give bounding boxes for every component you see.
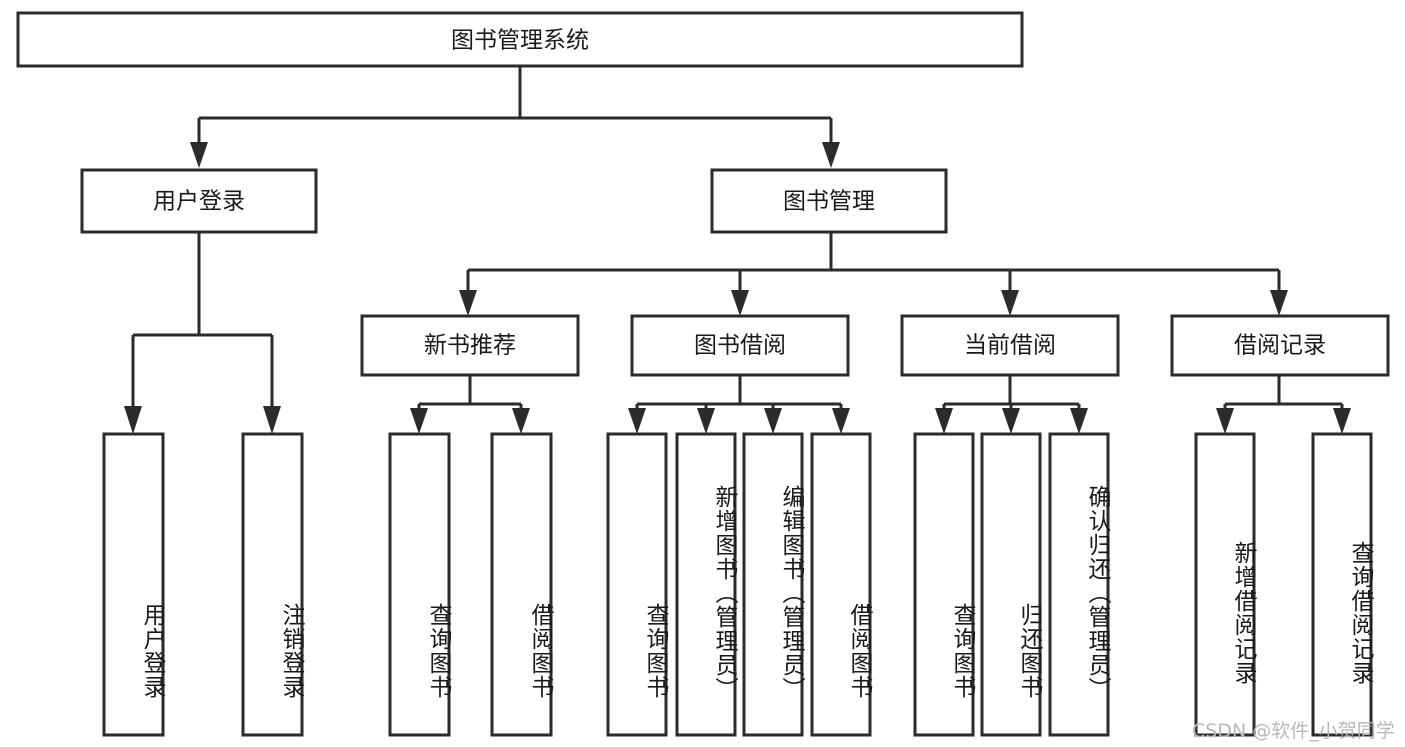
- node-box-borrow-record[interactable]: [1170, 314, 1390, 377]
- node-box-user-login[interactable]: [80, 168, 318, 234]
- arrow-borrow-leaf-3: [764, 408, 782, 434]
- arrow-current-leaf-1: [935, 408, 953, 434]
- arrow-bookmgmt-to-borrow: [731, 290, 749, 316]
- arrow-borrow-leaf-4: [832, 408, 850, 434]
- arrow-current-leaf-3: [1070, 408, 1088, 434]
- arrow-record-leaf-2: [1333, 408, 1351, 434]
- node-box-current-borrow[interactable]: [900, 314, 1120, 377]
- node-box-leaf-newbook-2[interactable]: [490, 432, 553, 737]
- node-box-new-book-recommend[interactable]: [360, 314, 580, 377]
- node-label-book-management: 图书管理: [783, 189, 875, 215]
- node-box-book-management[interactable]: [710, 168, 948, 234]
- arrow-newbook-leaf-1: [410, 408, 428, 434]
- node-box-leaf-current-1[interactable]: [913, 432, 975, 737]
- node-label-new-book-recommend: 新书推荐: [424, 333, 516, 359]
- connector-group-newbook: [410, 375, 530, 434]
- node-box-leaf-user-login-2[interactable]: [241, 432, 304, 737]
- arrow-current-leaf-2: [1002, 408, 1020, 434]
- node-box-book-borrow[interactable]: [630, 314, 850, 377]
- node-box-leaf-borrow-2[interactable]: [675, 432, 737, 737]
- arrow-borrow-leaf-2: [697, 408, 715, 434]
- node-box-leaf-current-3[interactable]: [1048, 432, 1110, 737]
- node-box-leaf-record-2[interactable]: [1311, 432, 1373, 737]
- node-box-leaf-borrow-3[interactable]: [742, 432, 804, 737]
- connector-group-root: [190, 66, 840, 168]
- connector-group-userlogin: [124, 232, 281, 434]
- csdn-watermark: CSDN @软件_小贺同学: [1192, 720, 1395, 742]
- arrow-bookmgmt-to-record: [1270, 290, 1288, 316]
- node-label-book-borrow: 图书借阅: [694, 333, 786, 359]
- arrow-userlogin-leaf-2: [263, 406, 281, 434]
- connector-group-record: [1216, 375, 1351, 434]
- connector-group-borrow: [628, 375, 850, 434]
- arrow-userlogin-leaf-1: [124, 406, 142, 434]
- node-label-current-borrow: 当前借阅: [964, 333, 1056, 359]
- node-box-leaf-current-2[interactable]: [980, 432, 1042, 737]
- arrow-root-to-userlogin: [190, 142, 208, 168]
- connector-group-current: [935, 375, 1088, 434]
- node-box-leaf-record-1[interactable]: [1194, 432, 1256, 737]
- node-box-leaf-user-login-1[interactable]: [102, 432, 165, 737]
- arrow-borrow-leaf-1: [628, 408, 646, 434]
- node-label-borrow-record: 借阅记录: [1234, 333, 1326, 359]
- node-label-root: 图书管理系统: [451, 28, 589, 54]
- arrow-bookmgmt-to-current: [1001, 290, 1019, 316]
- node-box-leaf-borrow-1[interactable]: [606, 432, 668, 737]
- arrow-newbook-leaf-2: [512, 408, 530, 434]
- arrow-record-leaf-1: [1216, 408, 1234, 434]
- node-box-leaf-borrow-4[interactable]: [810, 432, 872, 737]
- node-box-leaf-newbook-1[interactable]: [388, 432, 451, 737]
- arrow-bookmgmt-to-newbook: [459, 290, 477, 316]
- connector-group-bookmgmt: [459, 232, 1288, 316]
- node-box-root[interactable]: [16, 11, 1024, 68]
- node-label-user-login: 用户登录: [153, 189, 245, 215]
- arrow-root-to-bookmgmt: [822, 142, 840, 168]
